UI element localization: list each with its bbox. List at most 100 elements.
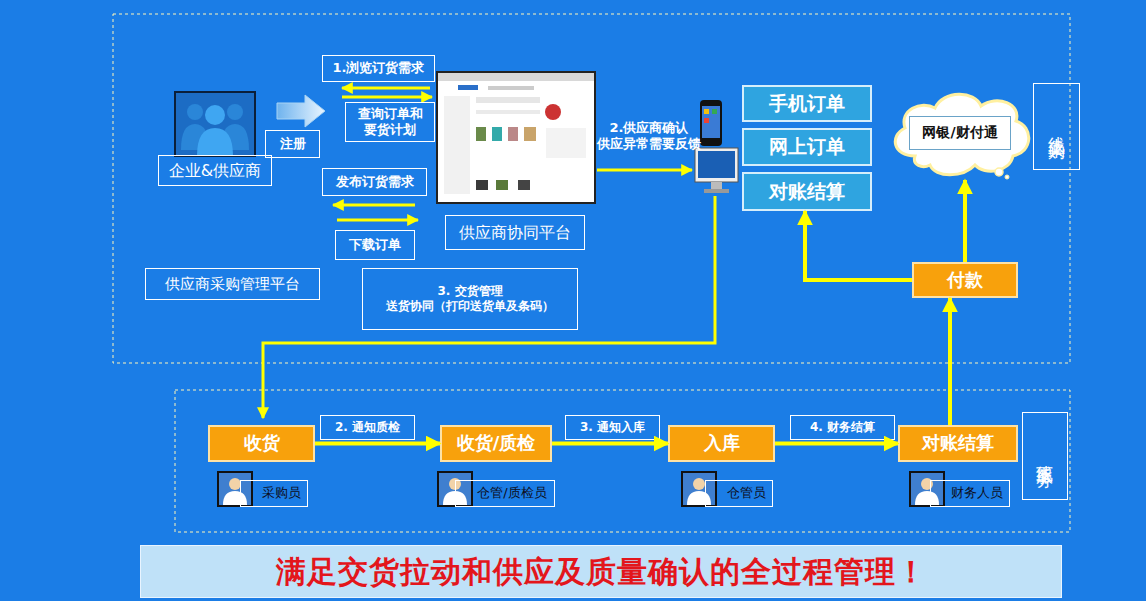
edge-label: 2. 通知质检 bbox=[320, 415, 415, 440]
node-text: 供应商协同平台 bbox=[459, 223, 571, 243]
node-text: 3. 交货管理 bbox=[437, 284, 502, 299]
node-text: 注册 bbox=[280, 136, 306, 152]
side-menu bbox=[444, 96, 470, 194]
node-text: 仓管/质检员 bbox=[477, 485, 546, 501]
node-text: 入库 bbox=[704, 432, 740, 455]
device-icon bbox=[695, 100, 738, 193]
region-tag: 线上采购 bbox=[1033, 83, 1080, 170]
flow-arrow bbox=[805, 211, 912, 280]
flow-arrow bbox=[342, 96, 432, 99]
staff-head bbox=[693, 478, 705, 490]
node-text: 付款 bbox=[947, 269, 983, 292]
node-text: 手机订单 bbox=[769, 92, 845, 116]
flow-arrow bbox=[552, 442, 668, 446]
role-label: 采购员 bbox=[240, 480, 308, 507]
flow-arrow bbox=[342, 87, 430, 90]
search-box bbox=[488, 86, 534, 90]
role-label: 仓管/质检员 bbox=[455, 480, 555, 507]
platform-label: 供应商协同平台 bbox=[445, 215, 585, 250]
node-text: 供应商采购管理平台 bbox=[165, 275, 300, 294]
monitor-stand bbox=[711, 182, 722, 189]
flow-arrow bbox=[337, 219, 418, 222]
node-text: 网银/财付通 bbox=[909, 116, 1010, 150]
node-text: 线下服务 bbox=[1034, 452, 1055, 460]
online-region bbox=[113, 14, 1070, 363]
product-thumb bbox=[476, 127, 486, 141]
offline-region bbox=[175, 390, 1070, 532]
content-row bbox=[476, 97, 540, 103]
phone-body bbox=[700, 100, 722, 146]
app-icon bbox=[704, 118, 709, 123]
platform-screenshot bbox=[437, 72, 595, 203]
node-text: 送货协同（打印送货单及条码） bbox=[386, 299, 554, 314]
node-text: 收货 bbox=[244, 432, 280, 455]
flow-arrow bbox=[333, 204, 415, 207]
edge-label: 3. 通知入库 bbox=[565, 415, 660, 440]
person-head bbox=[205, 105, 225, 125]
site-logo bbox=[458, 85, 478, 90]
register-arrow bbox=[277, 95, 325, 127]
node-text: 收货/质检 bbox=[457, 432, 536, 455]
node-text: 发布订货需求 bbox=[336, 174, 414, 190]
node-text: 满足交货拉动和供应及质量确认的全过程管理！ bbox=[276, 553, 927, 591]
action-label: 注册 bbox=[265, 130, 320, 158]
person-head bbox=[187, 104, 203, 120]
edge-label: 4. 财务结算 bbox=[790, 415, 895, 440]
channel-box: 网上订单 bbox=[742, 128, 872, 166]
badge-icon bbox=[545, 104, 561, 120]
action-label: 下载订单 bbox=[335, 230, 415, 260]
flow-arrow bbox=[597, 169, 692, 172]
staff-icons bbox=[218, 472, 944, 506]
step-label: 3. 交货管理送货协同（打印送货单及条码） bbox=[362, 268, 578, 330]
process-box: 入库 bbox=[668, 425, 775, 462]
node-text: 对账结算 bbox=[769, 180, 845, 204]
side-panel bbox=[546, 128, 586, 158]
cloud-bubble bbox=[995, 168, 1003, 176]
channel-box: 对账结算 bbox=[742, 172, 872, 211]
node-text: 财务人员 bbox=[951, 485, 1003, 501]
app-icon bbox=[704, 109, 709, 114]
action-label: 查询订单和 要货计划 bbox=[345, 102, 435, 142]
slogan-banner: 满足交货拉动和供应及质量确认的全过程管理！ bbox=[140, 545, 1062, 598]
action-label: 发布订货需求 bbox=[322, 168, 427, 196]
process-box: 收货/质检 bbox=[440, 425, 552, 462]
app-icon bbox=[712, 109, 717, 114]
monitor-screen bbox=[698, 151, 735, 178]
platform-label: 供应商采购管理平台 bbox=[145, 268, 320, 300]
icon-frame bbox=[175, 92, 255, 156]
node-text: 对账结算 bbox=[922, 432, 994, 455]
cloud-outline bbox=[895, 94, 1029, 175]
step-label: 1.浏览订货需求 bbox=[322, 55, 435, 82]
staff-icon bbox=[682, 472, 716, 506]
delivery-line bbox=[263, 196, 715, 418]
flow-arrow bbox=[315, 442, 440, 446]
staff-body bbox=[915, 491, 939, 505]
group-icon bbox=[175, 92, 255, 156]
monitor-base bbox=[704, 189, 729, 193]
node-text: 线上采购 bbox=[1046, 123, 1067, 131]
person-head bbox=[227, 104, 243, 120]
content-row bbox=[476, 110, 540, 114]
screen-frame bbox=[437, 72, 595, 203]
product-thumb bbox=[508, 127, 518, 141]
node-text: 企业&供应商 bbox=[169, 161, 261, 181]
product-thumb bbox=[476, 180, 488, 190]
channel-box: 手机订单 bbox=[742, 85, 872, 122]
node-text: 下载订单 bbox=[349, 237, 401, 253]
role-label: 财务人员 bbox=[930, 480, 1010, 507]
actor-label: 企业&供应商 bbox=[158, 155, 272, 186]
staff-icon bbox=[218, 472, 252, 506]
flow-arrow bbox=[948, 298, 952, 425]
product-thumb bbox=[496, 180, 508, 190]
node-text: 仓管员 bbox=[727, 485, 766, 501]
cloud-bubble bbox=[1005, 175, 1009, 179]
node-text: 采购员 bbox=[262, 485, 301, 501]
flow-arrow bbox=[963, 180, 967, 262]
process-box: 收货 bbox=[208, 425, 315, 462]
node-text: 网上订单 bbox=[769, 135, 845, 159]
flow-note: 2.供应商确认 供应异常需要反馈 bbox=[593, 120, 705, 153]
staff-body bbox=[223, 491, 247, 505]
person-body bbox=[197, 128, 233, 156]
